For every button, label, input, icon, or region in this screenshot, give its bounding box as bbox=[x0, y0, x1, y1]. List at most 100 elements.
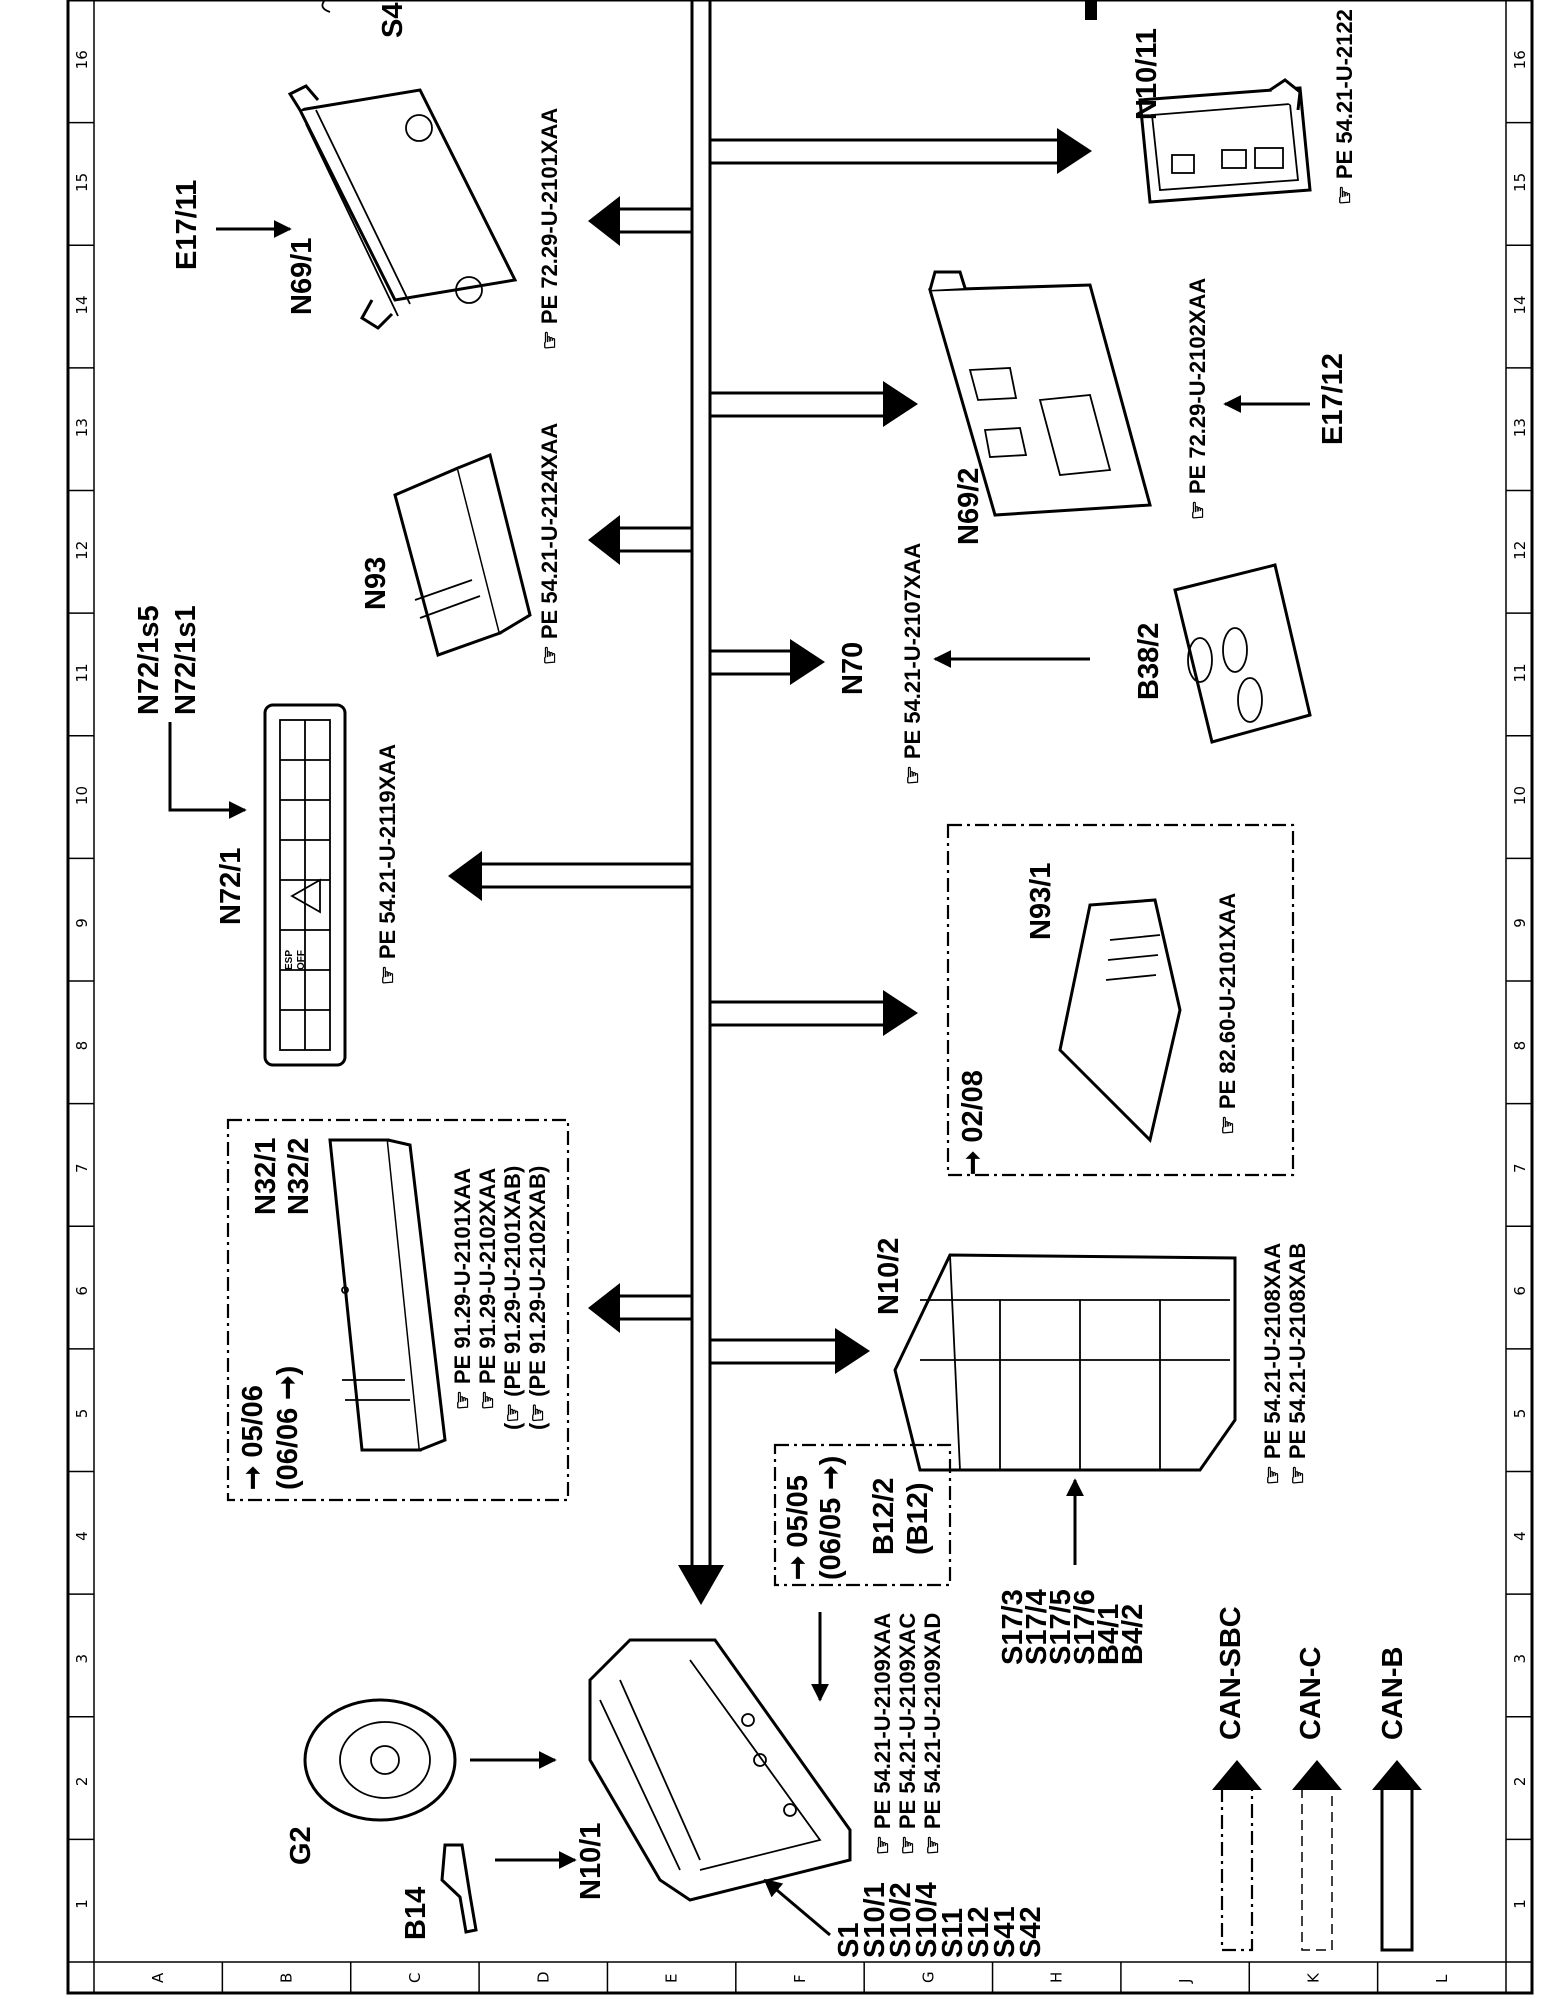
n32-from-label: ➞ 05/06 bbox=[237, 1385, 269, 1490]
b14-label: B14 bbox=[400, 1887, 432, 1940]
n32-pe-3: (☞ (PE 91.29-U-2101XAB) bbox=[500, 1166, 525, 1430]
n10-1-module: N10/1 ☞ PE 54.21-U-2109XAA ☞ PE 54.21-U-… bbox=[470, 1613, 945, 1937]
n10-11-label: N10/11 bbox=[1131, 28, 1163, 120]
n10-1-pe-1: ☞ PE 54.21-U-2109XAA bbox=[870, 1613, 895, 1855]
legend: CAN-SBC CAN-C CAN-B bbox=[1212, 1606, 1422, 1952]
b12-2-from-label: ➞ 05/05 bbox=[782, 1475, 814, 1580]
n10-1-pe-2: ☞ PE 54.21-U-2109XAC bbox=[895, 1613, 920, 1855]
b38-2-label: B38/2 bbox=[1133, 623, 1165, 700]
grid-column-label: 2 bbox=[1511, 1777, 1529, 1787]
grid-column-label: 1 bbox=[1511, 1899, 1529, 1909]
grid-column-label: 5 bbox=[73, 1409, 91, 1419]
n69-2-pe: ☞ PE 72.29-U-2102XAA bbox=[1185, 278, 1210, 520]
grid-column-label: 16 bbox=[73, 50, 91, 69]
n10-1-label: N10/1 bbox=[575, 1823, 607, 1900]
grid-column-label: 10 bbox=[1511, 786, 1529, 805]
grid-row-label: G bbox=[919, 1971, 937, 1983]
n69-1-module: N69/1 ☞ PE 72.29-U-2101XAA E17/11 bbox=[171, 84, 562, 350]
g2-alternator: G2 bbox=[285, 1698, 457, 1865]
grid-row-label: K bbox=[1304, 1972, 1322, 1983]
grid-column-label: 9 bbox=[73, 918, 91, 928]
grid-column-label: 3 bbox=[1511, 1654, 1529, 1664]
grid-column-label: 8 bbox=[73, 1041, 91, 1051]
grid-column-label: 5 bbox=[1511, 1409, 1529, 1419]
grid-column-label: 4 bbox=[1511, 1531, 1529, 1541]
sensor-label: S17/4 bbox=[1021, 1589, 1053, 1665]
legend-can-sbc-label: CAN-SBC bbox=[1215, 1606, 1247, 1740]
grid-column-label: 9 bbox=[1511, 918, 1529, 928]
grid-column-label: 16 bbox=[1511, 50, 1529, 69]
switch-label: S42 bbox=[1015, 1906, 1047, 1958]
grid-column-label: 6 bbox=[73, 1286, 91, 1296]
switch-label: S10/2 bbox=[885, 1882, 917, 1958]
grid-column-label: 6 bbox=[1511, 1286, 1529, 1296]
sensor-label: B4/2 bbox=[1117, 1604, 1149, 1665]
grid-column-label: 13 bbox=[1511, 418, 1529, 437]
legend-can-b-label: CAN-B bbox=[1377, 1647, 1409, 1740]
switch-label: S10/4 bbox=[911, 1882, 943, 1958]
outer-frame bbox=[66, 0, 1534, 1995]
n69-1-pe: ☞ PE 72.29-U-2101XAA bbox=[537, 108, 562, 350]
n32-pe-1: ☞ PE 91.29-U-2101XAA bbox=[450, 1168, 475, 1410]
sensor-label: S17/3 bbox=[997, 1589, 1029, 1665]
n93-1-module: N93/1 ➞ 02/08 ☞ PE 82.60-U-2101XAA bbox=[946, 823, 1295, 1177]
n32-1-label: N32/1 bbox=[250, 1138, 282, 1215]
b12-2-label: B12/2 bbox=[868, 1478, 900, 1555]
g2-label: G2 bbox=[285, 1826, 317, 1865]
n32-pe-2: ☞ PE 91.29-U-2102XAA bbox=[475, 1168, 500, 1410]
grid-column-label: 8 bbox=[1511, 1041, 1529, 1051]
n70-group: N70 ☞ PE 54.21-U-2107XAA B38/2 bbox=[837, 543, 1312, 785]
sensor-label: B4/1 bbox=[1093, 1604, 1125, 1665]
sensor-label: S17/5 bbox=[1045, 1589, 1077, 1665]
grid-column-label: 13 bbox=[73, 418, 91, 437]
legend-can-c: CAN-C bbox=[1292, 1647, 1342, 1951]
grid-row-label: A bbox=[149, 1972, 167, 1983]
switch-label: S1 bbox=[833, 1923, 865, 1958]
n32-alt-from-label: (06/06 ➞) bbox=[272, 1366, 304, 1490]
grid-column-label: 11 bbox=[1511, 663, 1529, 682]
grid-column-label: 10 bbox=[73, 786, 91, 805]
switch-label: S10/1 bbox=[859, 1882, 891, 1958]
esp-button-label: ESP bbox=[284, 950, 295, 970]
n69-2-label: N69/2 bbox=[953, 468, 985, 545]
n70-label: N70 bbox=[837, 642, 869, 695]
n32-pe-4: (☞ (PE 91.29-U-2102XAB) bbox=[525, 1166, 550, 1430]
can-b-bus bbox=[448, 0, 1092, 1605]
grid-row-label: F bbox=[791, 1974, 809, 1983]
n10-2-label: N10/2 bbox=[873, 1238, 905, 1315]
n70-pe: ☞ PE 54.21-U-2107XAA bbox=[900, 543, 925, 785]
grid-column-label: 1 bbox=[73, 1899, 91, 1909]
sensor-label: S17/6 bbox=[1069, 1589, 1101, 1665]
n10-2-module: N10/2 ☞ PE 54.21-U-2108XAA ☞ PE 54.21-U-… bbox=[873, 1238, 1310, 1565]
grid-row-label: C bbox=[406, 1973, 424, 1983]
n72-1s1-label: N72/1s1 bbox=[170, 605, 202, 715]
n93-1-pe: ☞ PE 82.60-U-2101XAA bbox=[1215, 893, 1240, 1135]
grid-row-label: L bbox=[1433, 1974, 1451, 1983]
b14-sensor: B14 bbox=[400, 1843, 478, 1940]
grid-column-label: 12 bbox=[73, 541, 91, 560]
n32-2-label: N32/2 bbox=[283, 1138, 315, 1215]
e17-12-label: E17/12 bbox=[1317, 353, 1349, 445]
grid-column-label: 3 bbox=[73, 1654, 91, 1664]
grid-row-label: B bbox=[278, 1973, 296, 1983]
legend-can-sbc: CAN-SBC bbox=[1212, 1606, 1262, 1952]
s4-fragment bbox=[321, 0, 331, 13]
n72-1-pe: ☞ PE 54.21-U-2119XAA bbox=[375, 744, 400, 985]
n69-1-label: N69/1 bbox=[286, 238, 318, 315]
legend-can-b: CAN-B bbox=[1372, 1647, 1422, 1952]
grid-column-label: 11 bbox=[73, 663, 91, 682]
grid-row-label: E bbox=[663, 1974, 681, 1983]
n10-2-pe-1: ☞ PE 54.21-U-2108XAA bbox=[1260, 1243, 1285, 1485]
grid-column-label: 2 bbox=[73, 1777, 91, 1787]
n72-1s5-label: N72/1s5 bbox=[133, 605, 165, 715]
n93-1-from-label: ➞ 02/08 bbox=[957, 1070, 989, 1175]
grid-row-label: H bbox=[1048, 1972, 1066, 1983]
n10-11-pe: ☞ PE 54.21-U-2122 bbox=[1332, 9, 1357, 205]
grid-column-label: 4 bbox=[73, 1531, 91, 1541]
n93-label: N93 bbox=[360, 557, 392, 610]
grid-column-label: 14 bbox=[1511, 295, 1529, 314]
